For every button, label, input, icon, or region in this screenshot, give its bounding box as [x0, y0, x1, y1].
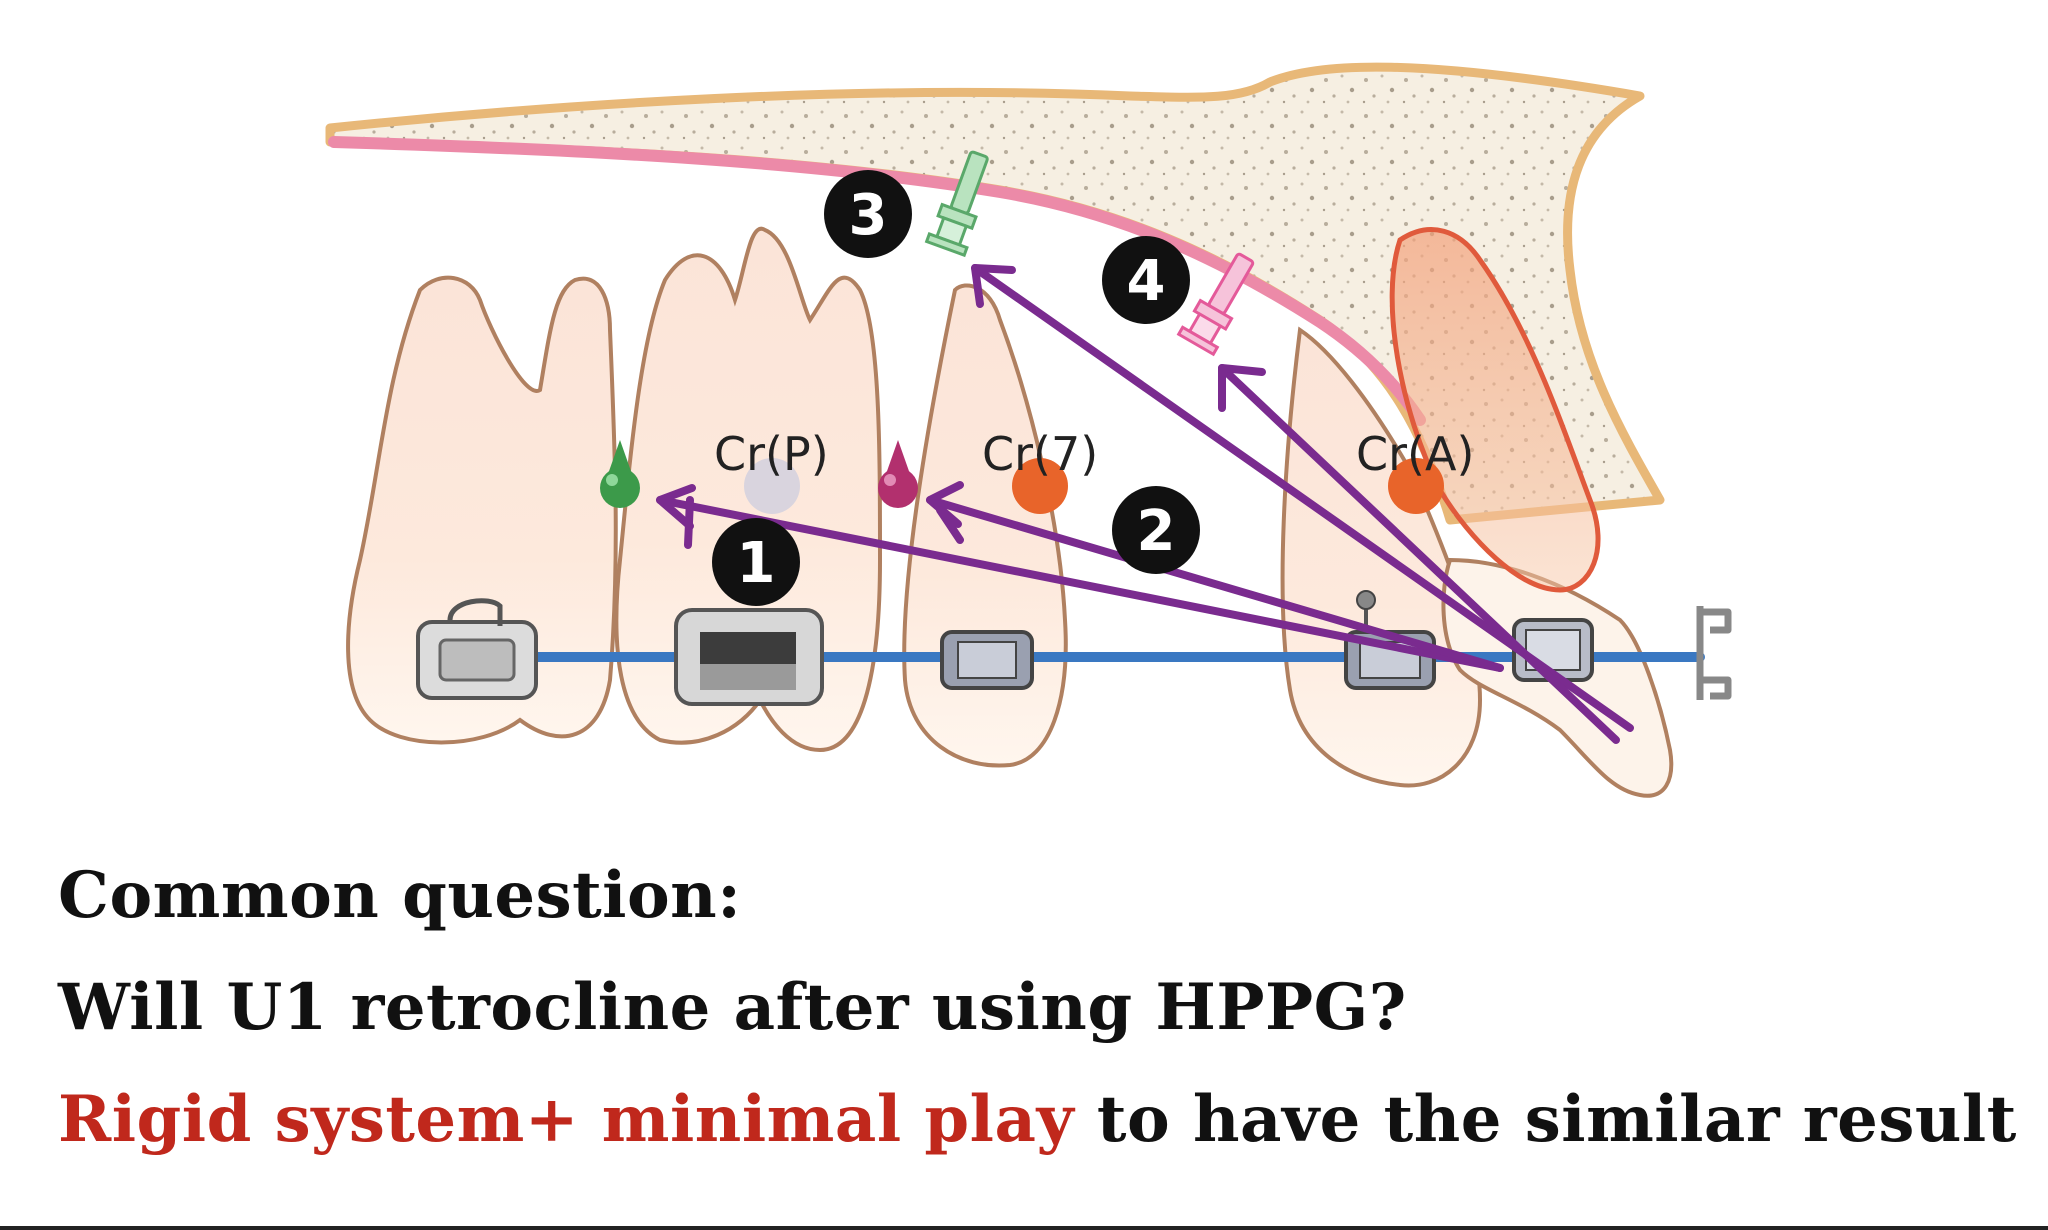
badge-2: 2: [1112, 486, 1200, 574]
teeth: [346, 226, 1674, 798]
mini-screw-icon: [1176, 252, 1255, 357]
svg-text:4: 4: [1127, 249, 1166, 314]
badge-1: 1: [712, 518, 800, 606]
svg-text:3: 3: [849, 183, 888, 248]
svg-text:2: 2: [1137, 499, 1176, 564]
orthodontic-diagram: Cr(P) Cr(7) Cr(A) 1 2 3 4: [325, 62, 1732, 798]
caption-highlight: Rigid system+ minimal play: [58, 1082, 1075, 1157]
bottom-divider: [0, 1226, 2048, 1230]
incisor-root: [1389, 227, 1601, 593]
gingiva-line: [328, 136, 1426, 426]
molar-tube-icon: [416, 598, 538, 700]
cr-a-dot: [1388, 458, 1444, 514]
force-arrow-4: [1218, 364, 1620, 744]
svg-text:1: 1: [737, 531, 776, 596]
bracket-icon: [674, 608, 824, 706]
caption-line-2: Will U1 retrocline after using HPPG?: [58, 970, 1407, 1045]
force-vectors: [656, 264, 1634, 744]
canine-tooth: [902, 283, 1068, 768]
caption-rest: to have the similar result: [1074, 1082, 2017, 1157]
molar-tooth: [346, 275, 618, 745]
bracket-icon: [940, 630, 1034, 690]
mini-screw-icon: [924, 150, 989, 258]
magenta-stop-icon: [878, 440, 918, 508]
force-arrow-2: [926, 496, 1504, 672]
caption-line-1: Common question:: [58, 858, 742, 933]
cr-a-label: Cr(A): [1356, 427, 1474, 481]
badge-3: 3: [824, 170, 912, 258]
badge-4: 4: [1102, 236, 1190, 324]
hook-icon: [1696, 606, 1732, 700]
cr-p-label: Cr(P): [714, 427, 829, 481]
cr-7-label: Cr(7): [982, 427, 1098, 481]
cr-7-dot: [1012, 458, 1068, 514]
green-stop-icon: [600, 440, 640, 508]
caption-line-3: Rigid system+ minimal play to have the s…: [58, 1082, 2017, 1157]
cr-p-dot: [744, 458, 800, 514]
force-arrow-1: [656, 496, 1504, 672]
